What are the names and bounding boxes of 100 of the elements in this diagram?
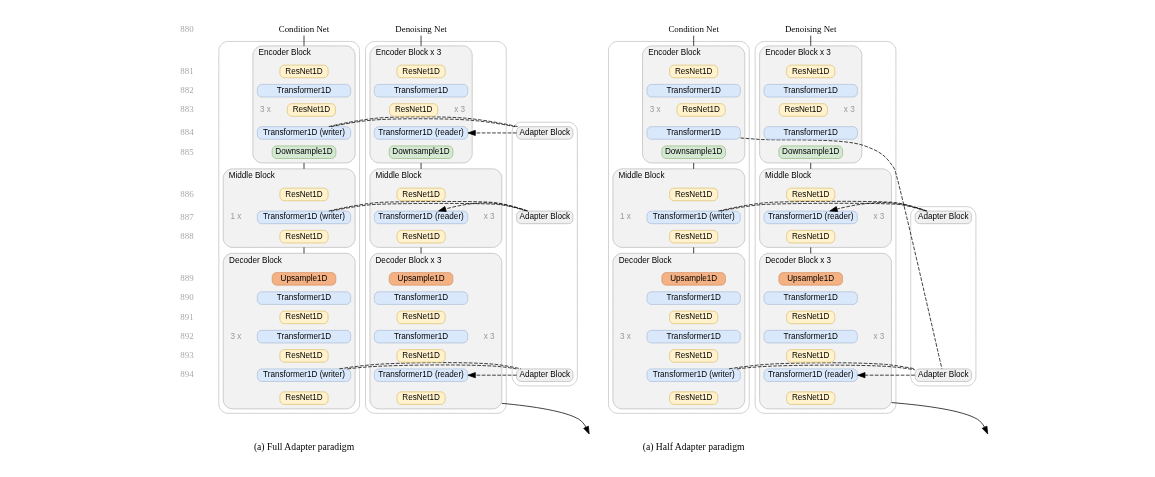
node-box: Downsample1D xyxy=(271,145,337,159)
node-box: ResNet1D xyxy=(287,103,336,117)
label: 890 xyxy=(180,292,194,303)
node-box: Transformer1D (reader) xyxy=(374,126,469,140)
arrow xyxy=(829,202,927,212)
node-box: Transformer1D xyxy=(646,126,741,140)
node-box: ResNet1D xyxy=(669,349,719,363)
node-label: 3 x xyxy=(230,331,242,341)
node-box: Transformer1D (reader) xyxy=(374,210,469,224)
node-box: Upsample1D xyxy=(388,272,454,286)
node-box: Transformer1D xyxy=(763,126,858,140)
node-box: Transformer1D xyxy=(763,84,858,98)
connector xyxy=(328,201,529,212)
node-box: Downsample1D xyxy=(388,145,454,159)
node-box: Adapter Block xyxy=(914,210,972,224)
node-box: Transformer1D (reader) xyxy=(763,368,858,382)
connector xyxy=(740,137,943,370)
node-box: Transformer1D xyxy=(257,330,351,344)
node-box: ResNet1D xyxy=(669,391,719,405)
node-label: x 3 xyxy=(483,331,495,341)
node-box: Adapter Block xyxy=(914,368,972,382)
cluster xyxy=(910,206,977,387)
node-text: Condition Net xyxy=(668,23,719,34)
label: 880 xyxy=(180,23,194,34)
connector xyxy=(693,35,695,47)
node-box: Transformer1D (writer) xyxy=(257,368,351,382)
node-box: ResNet1D xyxy=(669,187,719,201)
node-box: ResNet1D xyxy=(396,310,446,324)
connector xyxy=(339,362,522,370)
node-text: Condition Net xyxy=(278,23,330,34)
node-label: 1 x xyxy=(620,212,631,222)
node-box: ResNet1D xyxy=(786,391,836,405)
connector xyxy=(328,116,519,128)
connector xyxy=(728,362,916,371)
node-box: ResNet1D xyxy=(778,103,828,117)
node-box: ResNet1D xyxy=(279,230,329,244)
label: 886 xyxy=(180,188,194,199)
node-box: ResNet1D xyxy=(279,310,329,324)
node-box: Downsample1D xyxy=(778,145,843,159)
node-box: Transformer1D (writer) xyxy=(646,210,741,224)
arrow xyxy=(467,372,517,379)
node-box: Transformer1D xyxy=(257,84,351,98)
label: 881 xyxy=(180,65,194,76)
node-label: 3 x xyxy=(620,331,631,341)
node-label: 3 x xyxy=(649,105,661,115)
label: 891 xyxy=(180,311,194,322)
label: 882 xyxy=(180,85,194,96)
cluster xyxy=(218,41,360,414)
label: 884 xyxy=(180,127,194,138)
node-box: Downsample1D xyxy=(661,145,726,159)
label: 894 xyxy=(180,369,194,380)
node-box: Transformer1D (writer) xyxy=(257,210,351,224)
label: 888 xyxy=(180,230,194,241)
node-text: Denoising Net xyxy=(784,23,837,34)
cluster xyxy=(754,41,897,414)
node-box: Transformer1D xyxy=(646,84,741,98)
node-text: Denoising Net xyxy=(395,23,447,34)
node-box: ResNet1D xyxy=(786,64,836,79)
arrow xyxy=(501,402,590,435)
node-box: Transformer1D xyxy=(257,291,351,305)
node-box: Transformer1D xyxy=(374,84,469,98)
node-box: Adapter Block xyxy=(516,368,574,382)
cluster xyxy=(365,41,507,414)
node-box: Transformer1D (reader) xyxy=(374,368,469,382)
arrow xyxy=(857,372,916,379)
label: 885 xyxy=(180,146,194,157)
label: (a) Full Adapter paradigm xyxy=(253,441,355,453)
node-box: ResNet1D xyxy=(396,187,446,201)
node-box: Transformer1D xyxy=(374,291,469,305)
node-box: Transformer1D (writer) xyxy=(646,368,741,382)
node-box: Transformer1D (writer) xyxy=(257,126,351,140)
node-label: x 3 xyxy=(843,105,855,115)
arrow xyxy=(438,202,528,212)
label: 892 xyxy=(180,330,194,341)
node-label: 3 x xyxy=(260,105,271,115)
node-box: Adapter Block xyxy=(516,210,574,224)
node-box: ResNet1D xyxy=(786,310,836,324)
label: 889 xyxy=(180,273,194,284)
node-box: Transformer1D xyxy=(763,330,858,344)
node-box: ResNet1D xyxy=(279,187,329,201)
node-label: 1 x xyxy=(230,212,242,222)
node-box: Upsample1D xyxy=(271,272,337,286)
arrow xyxy=(467,129,517,136)
node-box: Transformer1D (reader) xyxy=(763,210,858,224)
label: (a) Half Adapter paradigm xyxy=(642,441,745,453)
node-box: ResNet1D xyxy=(396,391,446,405)
cluster xyxy=(608,41,750,414)
node-box: Adapter Block xyxy=(516,126,574,140)
node-box: ResNet1D xyxy=(676,103,726,117)
node-box: Upsample1D xyxy=(661,272,726,286)
node-box: Transformer1D xyxy=(646,291,741,305)
arrow xyxy=(891,402,989,435)
node-box: ResNet1D xyxy=(786,349,836,363)
connector xyxy=(718,200,928,212)
node-box: ResNet1D xyxy=(389,103,439,117)
node-box: Transformer1D xyxy=(763,291,858,305)
node-box: ResNet1D xyxy=(396,64,446,79)
node-box: ResNet1D xyxy=(669,230,719,244)
node-box: ResNet1D xyxy=(396,349,446,363)
node-box: Transformer1D xyxy=(646,330,741,344)
